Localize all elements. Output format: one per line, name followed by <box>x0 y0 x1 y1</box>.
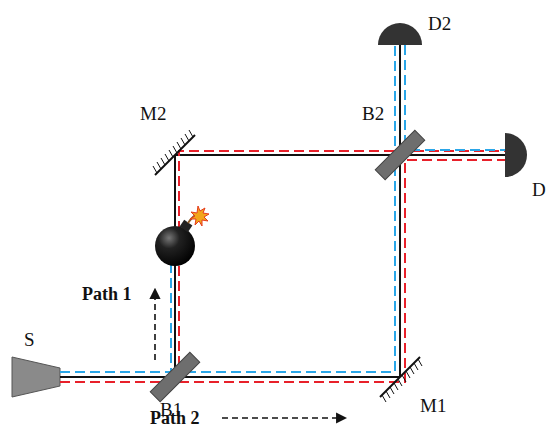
path-label: Path 1 <box>82 285 132 303</box>
mirror-hatching <box>153 130 193 173</box>
bomb <box>155 206 209 266</box>
hatch-stroke <box>161 158 165 165</box>
light-source <box>12 357 60 397</box>
hatch-stroke <box>153 166 157 173</box>
blue-dashed-path <box>60 45 505 372</box>
hatch-stroke <box>386 391 390 398</box>
beam-splitter <box>375 130 424 179</box>
red-dashed-path <box>60 151 505 382</box>
hatch-stroke <box>157 162 161 169</box>
hatch-stroke <box>185 134 189 141</box>
hatch-stroke <box>410 367 414 374</box>
hatch-stroke <box>398 379 402 386</box>
path-arrow <box>154 290 156 360</box>
detector-label: D <box>532 180 546 199</box>
hatch-stroke <box>394 383 398 390</box>
hatch-stroke <box>382 395 386 402</box>
mirror-label: M2 <box>140 104 166 123</box>
beam-splitter-label: B2 <box>362 104 384 123</box>
beam-splitter <box>150 352 199 401</box>
mirror-label: M1 <box>420 396 446 415</box>
mirror <box>155 135 195 175</box>
beam-path <box>60 45 505 377</box>
mirror-hatching <box>382 359 422 402</box>
detector <box>505 133 527 177</box>
hatch-stroke <box>173 146 177 153</box>
path-label: Path 2 <box>150 409 200 427</box>
hatch-stroke <box>177 142 181 149</box>
source-label: S <box>24 330 35 349</box>
hatch-stroke <box>181 138 185 145</box>
path-arrow <box>222 417 345 419</box>
detector-label: D2 <box>428 14 451 33</box>
hatch-stroke <box>165 154 169 161</box>
mirror <box>380 357 420 397</box>
hatch-stroke <box>390 387 394 394</box>
detector <box>378 23 422 45</box>
hatch-stroke <box>406 371 410 378</box>
hatch-stroke <box>414 363 418 370</box>
hatch-stroke <box>418 359 422 366</box>
hatch-stroke <box>189 130 193 137</box>
hatch-stroke <box>169 150 173 157</box>
hatch-stroke <box>402 375 406 382</box>
